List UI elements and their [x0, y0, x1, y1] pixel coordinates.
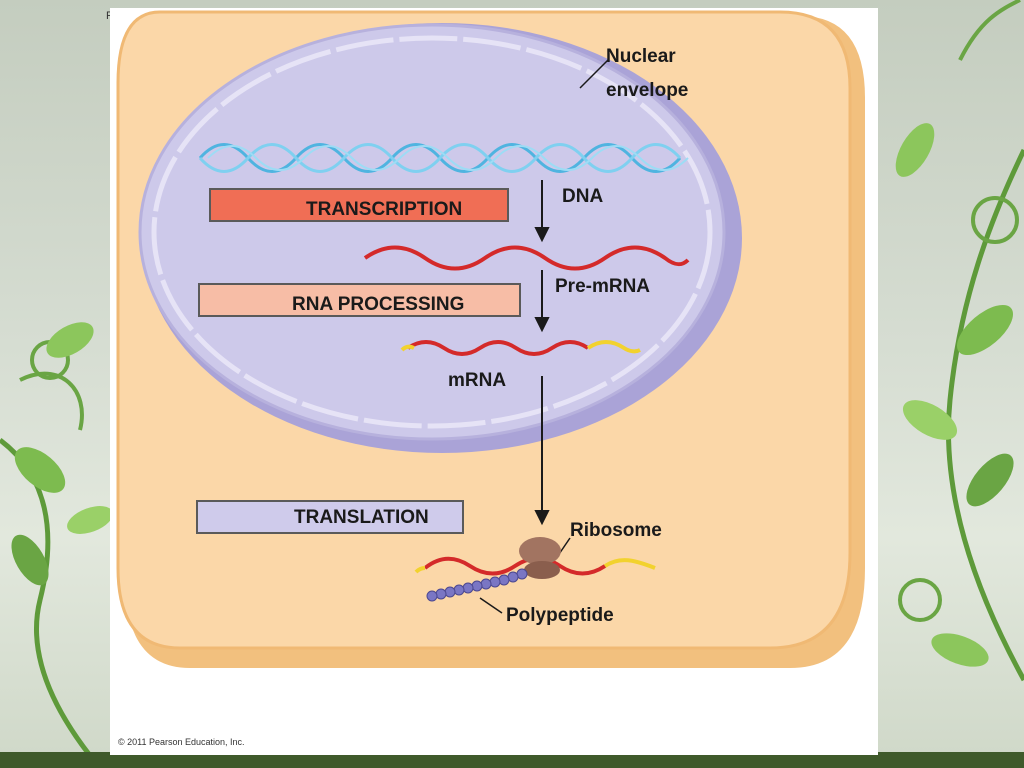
- corner-glyph: F: [106, 10, 113, 22]
- nuclear-envelope-inner: [151, 35, 713, 429]
- dna-helix: [198, 143, 689, 173]
- translation-box: TRANSLATION: [196, 500, 464, 534]
- copyright-notice: © 2011 Pearson Education, Inc.: [118, 737, 245, 747]
- translation-mrna-tail: [603, 558, 656, 570]
- flow-arrows: [534, 180, 550, 526]
- transcription-box: TRANSCRIPTION: [209, 188, 509, 222]
- polypeptide-chain: [426, 568, 528, 602]
- rna-processing-label: RNA PROCESSING: [292, 294, 465, 315]
- nucleus: [138, 23, 726, 441]
- transcription-label: TRANSCRIPTION: [306, 199, 463, 220]
- ribosome-large-subunit: [519, 537, 561, 565]
- translation-mrna: [423, 556, 607, 576]
- pre-mrna-strand: [363, 245, 690, 271]
- nuclear-envelope-pointer: [579, 59, 609, 89]
- ribosome-small-subunit: [524, 561, 560, 579]
- mrna-strand: [406, 340, 590, 356]
- mrna-tail: [586, 340, 641, 354]
- ribosome-label: Ribosome: [570, 520, 662, 541]
- rna-processing-box: RNA PROCESSING: [198, 283, 521, 317]
- mrna-cap: [400, 344, 415, 352]
- diagram-graphics: [116, 10, 865, 668]
- nuclear-envelope-label-line2: envelope: [606, 80, 689, 101]
- figure-panel: TRANSCRIPTION RNA PROCESSING TRANSLATION…: [110, 8, 878, 755]
- nuclear-envelope-label-line1: Nuclear: [606, 46, 676, 67]
- mrna-label: mRNA: [448, 370, 507, 391]
- polypeptide-label: Polypeptide: [506, 605, 614, 626]
- dna-label: DNA: [562, 186, 604, 207]
- translation-label: TRANSLATION: [294, 507, 429, 528]
- pre-mrna-label: Pre-mRNA: [555, 276, 651, 297]
- polypeptide-pointer: [479, 597, 503, 614]
- translation-mrna-cap: [414, 566, 426, 574]
